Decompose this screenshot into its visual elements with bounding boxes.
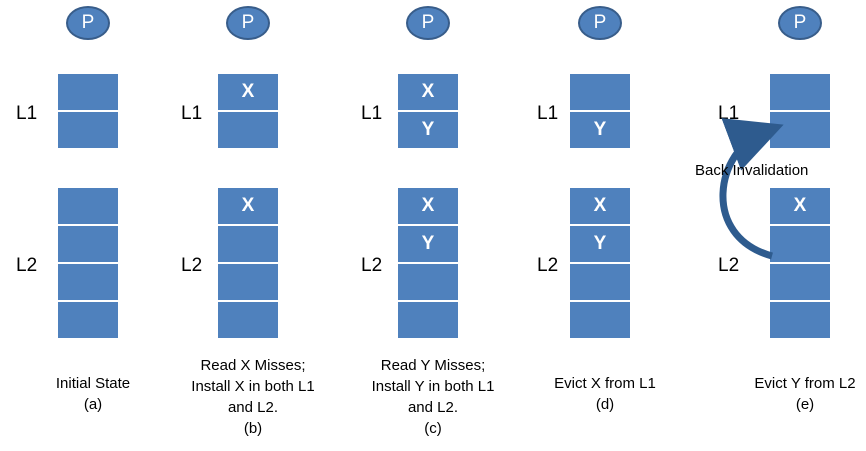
back-invalidation-label: Back Invalidation — [695, 162, 809, 179]
panel-caption: Read X Misses; Install X in both L1 and L2… — [143, 355, 363, 439]
l2-cache-line: X — [218, 188, 278, 224]
l2-cache-line — [218, 264, 278, 300]
l2-cache-line: X — [398, 188, 458, 224]
l1-cache-line: Y — [398, 112, 458, 148]
l2-cache-line — [218, 302, 278, 338]
processor-node: P — [66, 6, 110, 40]
panel-a: P Initial State (a) — [43, 0, 153, 451]
l2-cache-line — [570, 264, 630, 300]
l1-cache-line — [570, 74, 630, 110]
l1-label: L1 — [181, 103, 203, 124]
l2-label: L2 — [361, 255, 383, 276]
caption-line: and L2. — [407, 399, 459, 416]
caption-line: Install Y in both L1 — [371, 378, 495, 395]
l2-cache-line — [570, 302, 630, 338]
l2-label: L2 — [181, 255, 203, 276]
l2-cache-line — [398, 302, 458, 338]
caption-line: Initial State — [55, 375, 131, 392]
l2-cache-line — [58, 188, 118, 224]
l2-cache-line — [770, 226, 830, 262]
caption-line: Install X in both L1 — [191, 378, 315, 395]
l2-cache-line — [770, 302, 830, 338]
caption-line: (d) — [595, 396, 615, 413]
back-invalidation-curve — [719, 118, 784, 260]
l1-cache-line — [218, 112, 278, 148]
l2-cache-line — [58, 302, 118, 338]
l1-label: L1 — [16, 103, 38, 124]
l1-cache-line — [58, 74, 118, 110]
caption-line: (e) — [795, 396, 815, 413]
panel-caption: Evict Y from L2 (e) — [695, 373, 866, 415]
l2-label: L2 — [537, 255, 559, 276]
l2-cache-line: X — [770, 188, 830, 224]
panel-caption: Read Y Misses; Install Y in both L1 and L2… — [323, 355, 543, 439]
l2-cache-line — [58, 264, 118, 300]
caption-line: Read X Misses; — [200, 357, 306, 374]
caption-line: Evict X from L1 — [554, 375, 656, 392]
l2-label: L2 — [16, 255, 38, 276]
processor-node: P — [578, 6, 622, 40]
l2-cache-line — [398, 264, 458, 300]
panel-caption: Initial State (a) — [0, 373, 203, 415]
l1-cache-line — [58, 112, 118, 148]
l2-label: L2 — [718, 255, 740, 276]
processor-node: P — [778, 6, 822, 40]
l2-cache-line — [58, 226, 118, 262]
l2-cache-line — [770, 264, 830, 300]
l1-label: L1 — [361, 103, 383, 124]
caption-line: and L2. — [227, 399, 279, 416]
processor-node: P — [226, 6, 270, 40]
l1-label: L1 — [537, 103, 559, 124]
caption-line: (b) — [243, 420, 263, 437]
l2-cache-line: X — [570, 188, 630, 224]
l2-cache-line — [218, 226, 278, 262]
caption-line: Read Y Misses; — [380, 357, 486, 374]
caption-line: (a) — [83, 396, 103, 413]
l1-cache-line: X — [218, 74, 278, 110]
l2-cache-line: Y — [570, 226, 630, 262]
l1-cache-line: Y — [570, 112, 630, 148]
panel-e: P X Evict Y from L2 (e) — [754, 0, 865, 451]
l1-cache-line: X — [398, 74, 458, 110]
caption-line: (c) — [424, 420, 442, 437]
caption-line: Evict Y from L2 — [754, 375, 856, 392]
l1-cache-line — [770, 74, 830, 110]
l2-cache-line: Y — [398, 226, 458, 262]
processor-node: P — [406, 6, 450, 40]
panel-caption: Evict X from L1 (d) — [495, 373, 715, 415]
